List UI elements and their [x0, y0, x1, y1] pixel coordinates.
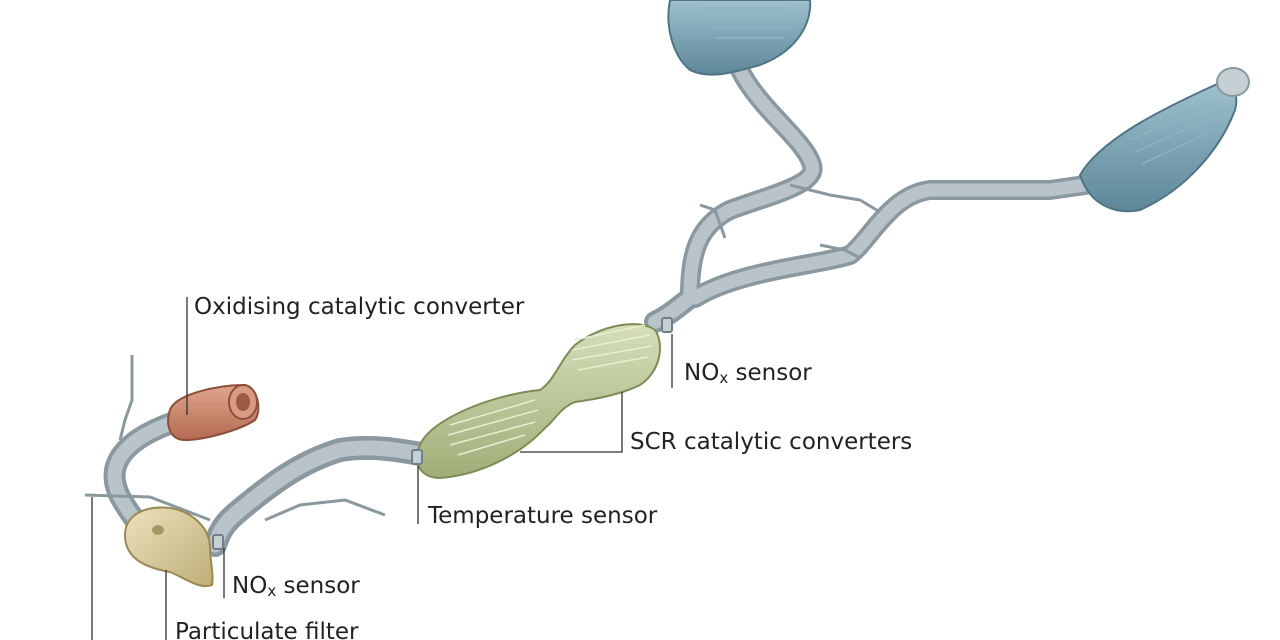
bracket-front [264, 498, 386, 522]
label-nox-sensor-front: NOx sensor [232, 575, 360, 599]
bracket-middle [819, 243, 861, 260]
label-nox-rear-suffix: sensor [728, 360, 812, 386]
leader-lines [91, 297, 673, 640]
sensors [212, 317, 673, 550]
nox-sensor-rear-body [661, 317, 673, 333]
bracket-wire [84, 493, 211, 522]
bracket-upper [789, 183, 881, 214]
rear-silencer-right [1078, 67, 1250, 213]
rear-silencer-left [667, 0, 812, 76]
particulate-filter [123, 506, 214, 588]
nox-sensor-front-body [212, 534, 224, 550]
label-nox-rear-sub: x [719, 369, 729, 387]
hanger-brackets [84, 183, 881, 522]
label-scr-catalytic-converters: SCR catalytic converters [630, 429, 913, 455]
exhaust-pipes [103, 60, 1095, 557]
oxidising-catalytic-converter [167, 383, 260, 442]
bracket-rod [118, 355, 134, 441]
label-nox-front-sub: x [267, 582, 277, 600]
label-temperature-sensor: Temperature sensor [428, 503, 658, 529]
temperature-sensor-body [411, 449, 423, 465]
leader-scr [520, 392, 623, 453]
label-nox-front-main: NO [232, 573, 268, 599]
bracket-left [699, 203, 727, 239]
label-particulate-filter: Particulate filter [175, 619, 359, 640]
label-oxidising-catalytic-converter: Oxidising catalytic converter [194, 294, 525, 320]
label-nox-sensor-rear: NOx sensor [684, 362, 812, 386]
label-nox-rear-main: NO [684, 360, 720, 386]
scr-catalytic-converters [415, 323, 661, 480]
label-nox-front-suffix: sensor [276, 573, 360, 599]
